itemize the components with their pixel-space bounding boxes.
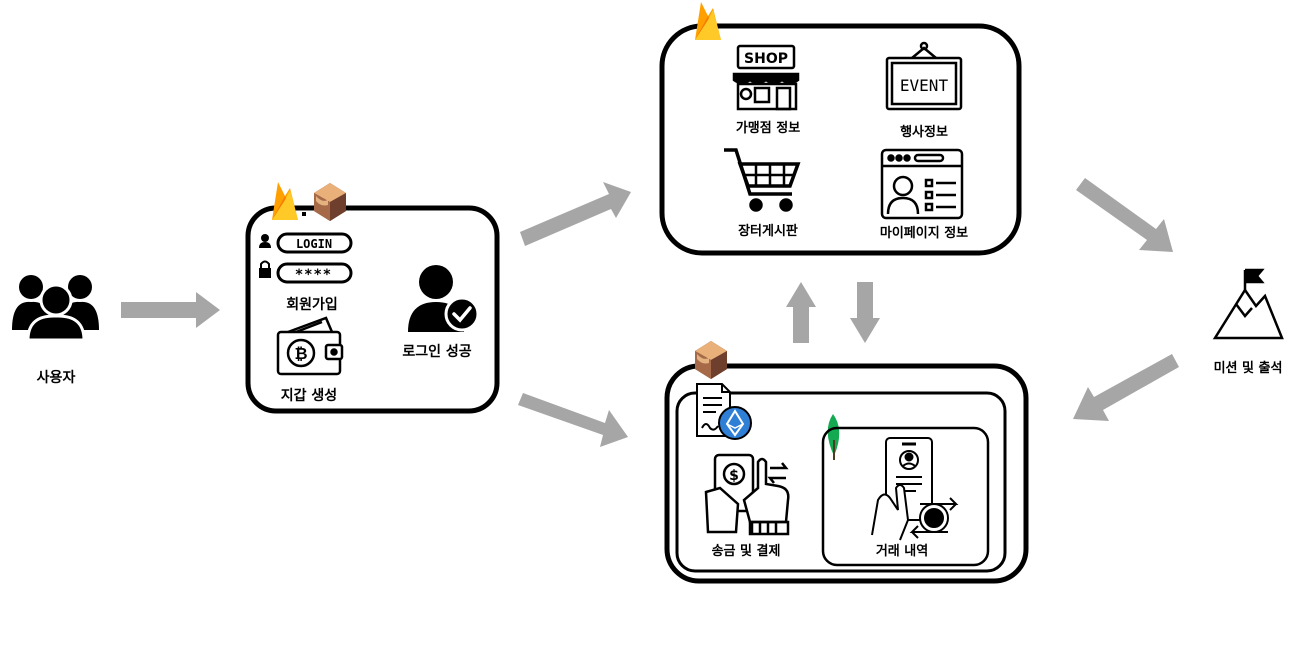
mountain-flag-icon (1212, 268, 1284, 340)
login-success-label: 로그인 성공 (402, 344, 472, 360)
services-box: SHOP EVENT (659, 2, 1022, 256)
arrow-to-mission (1076, 178, 1173, 252)
arrow-user-to-signup (121, 292, 220, 328)
arrow-to-services (520, 182, 631, 246)
mypage-icon (880, 148, 964, 220)
arrow-up (786, 282, 816, 343)
lock-icon (259, 260, 271, 278)
history-label: 거래 내역 (875, 544, 929, 559)
payment-icon: $ (704, 453, 790, 536)
ethereum-icon (718, 406, 752, 440)
mission-label: 미션 및 출석 (1213, 361, 1283, 376)
svg-text:$: $ (729, 468, 739, 484)
wallet-label: 지갑 생성 (280, 388, 338, 404)
password-field: **** (259, 260, 353, 284)
svg-text:₿: ₿ (294, 344, 307, 363)
user-icon (259, 234, 271, 248)
event-sign-text: EVENT (900, 76, 949, 95)
arrow-from-mission (1073, 354, 1179, 421)
password-text: **** (295, 267, 332, 283)
login-field: LOGIN (259, 232, 353, 254)
user-label: 사용자 (36, 370, 76, 386)
login-text: LOGIN (296, 237, 332, 251)
transaction-icon (871, 437, 959, 541)
firebase-icon (272, 182, 298, 220)
blockchain-box: $ (664, 341, 1029, 584)
cart-icon (724, 148, 801, 212)
arrow-to-blockchain (518, 393, 628, 447)
arrow-down (850, 282, 880, 343)
market-label: 장터게시판 (738, 224, 798, 239)
bitcoin-icon: ₿ (286, 338, 316, 368)
event-icon: EVENT (885, 41, 963, 111)
signup-box: LOGIN **** ₿ (245, 182, 500, 414)
signup-label: 회원가입 (286, 297, 338, 313)
wallet-icon: ₿ (276, 316, 344, 376)
firebase-icon (695, 2, 721, 40)
event-label: 행사정보 (900, 125, 948, 140)
users-icon (12, 275, 99, 342)
user-check-icon (408, 265, 480, 332)
mongodb-icon (827, 414, 840, 460)
mypage-label: 마이페이지 정보 (879, 226, 969, 241)
store-label: 가맹점 정보 (735, 121, 801, 136)
arrows (121, 178, 1179, 447)
transfer-label: 송금 및 결제 (711, 544, 781, 559)
shop-sign-text: SHOP (744, 51, 788, 67)
contract-icon (696, 383, 752, 440)
shop-icon: SHOP (732, 44, 800, 111)
